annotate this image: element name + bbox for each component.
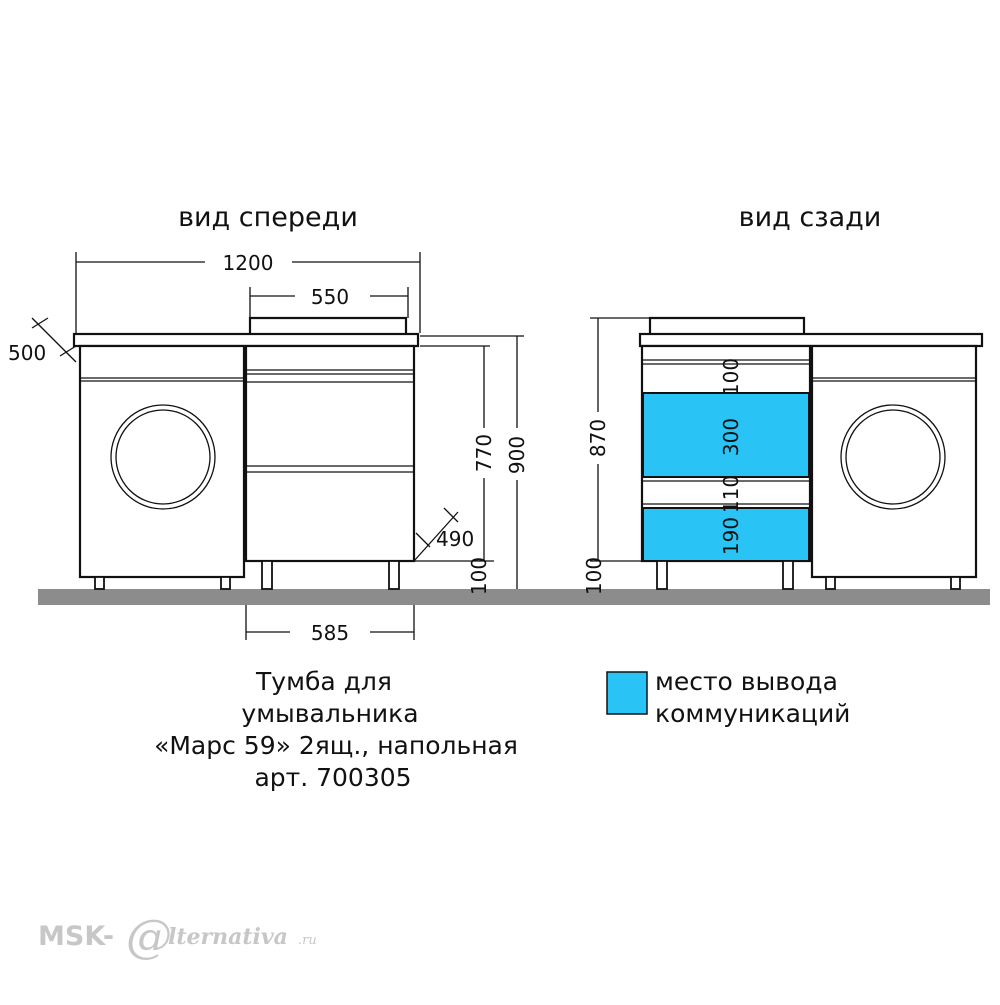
product-caption: Тумба для умывальника «Марс 59» 2ящ., на… (154, 667, 518, 792)
dim-depth-cabinet: 490 (436, 527, 474, 551)
back-view-title: вид сзади (739, 202, 882, 233)
dim-back-zone-top: 100 (719, 358, 743, 396)
front-view: 1200 550 500 (8, 251, 529, 645)
sink-bowl-front (248, 316, 408, 336)
countertop-back (638, 332, 984, 348)
dim-leg-back: 100 (582, 557, 606, 595)
watermark-at-symbol: @ (126, 909, 172, 963)
watermark-rest: lternativa (168, 924, 288, 950)
dim-back-height: 870 (586, 419, 610, 457)
front-view-title: вид спереди (178, 202, 358, 233)
watermark-brand: MSK- (38, 921, 114, 952)
legend: место вывода коммуникаций (606, 667, 850, 728)
dim-back-zone-mid: 110 (719, 475, 743, 513)
communication-zone-upper (642, 392, 810, 478)
cabinet-front (244, 344, 416, 563)
legend-line-1: место вывода (655, 667, 838, 696)
dim-total-width: 1200 (223, 251, 274, 275)
legend-swatch (606, 671, 648, 715)
legend-line-2: коммуникаций (655, 699, 850, 728)
dim-depth-left: 500 (8, 341, 46, 365)
caption-line-2: умывальника (241, 699, 418, 728)
countertop-front (72, 332, 420, 348)
dim-height-total: 900 (505, 436, 529, 474)
washing-machine-front (78, 344, 246, 579)
sink-bowl-back (648, 316, 806, 336)
watermark-tld: .ru (298, 933, 317, 948)
dim-sink-width: 550 (311, 285, 349, 309)
floor-strip (38, 589, 990, 605)
dim-back-zone-main: 300 (719, 418, 743, 456)
caption-line-3: «Марс 59» 2ящ., напольная (154, 731, 518, 760)
dim-back-zone-low: 190 (719, 517, 743, 555)
watermark-logo: MSK- @ lternativa .ru (38, 909, 317, 963)
dim-base-width: 585 (311, 621, 349, 645)
washing-machine-back (810, 344, 978, 579)
dim-leg-front: 100 (467, 557, 491, 595)
caption-line-4: арт. 700305 (254, 763, 411, 792)
caption-line-1: Тумба для (255, 667, 392, 696)
communication-zone-lower (642, 507, 810, 562)
back-view: 100 300 110 190 870 100 (582, 316, 984, 595)
dim-height-body: 770 (472, 434, 496, 472)
